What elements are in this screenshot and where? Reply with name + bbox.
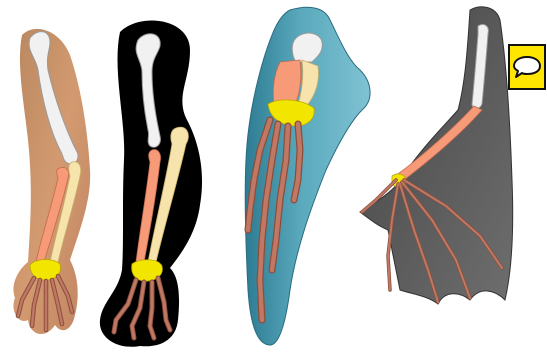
speech-bubble-icon: [512, 54, 542, 80]
bat-wing: [360, 7, 513, 304]
human-arm: [13, 29, 90, 334]
cat-foreleg: [100, 20, 202, 346]
bat-wing-membrane: [360, 7, 513, 304]
comment-button[interactable]: [508, 44, 546, 90]
whale-flipper: [245, 7, 370, 345]
